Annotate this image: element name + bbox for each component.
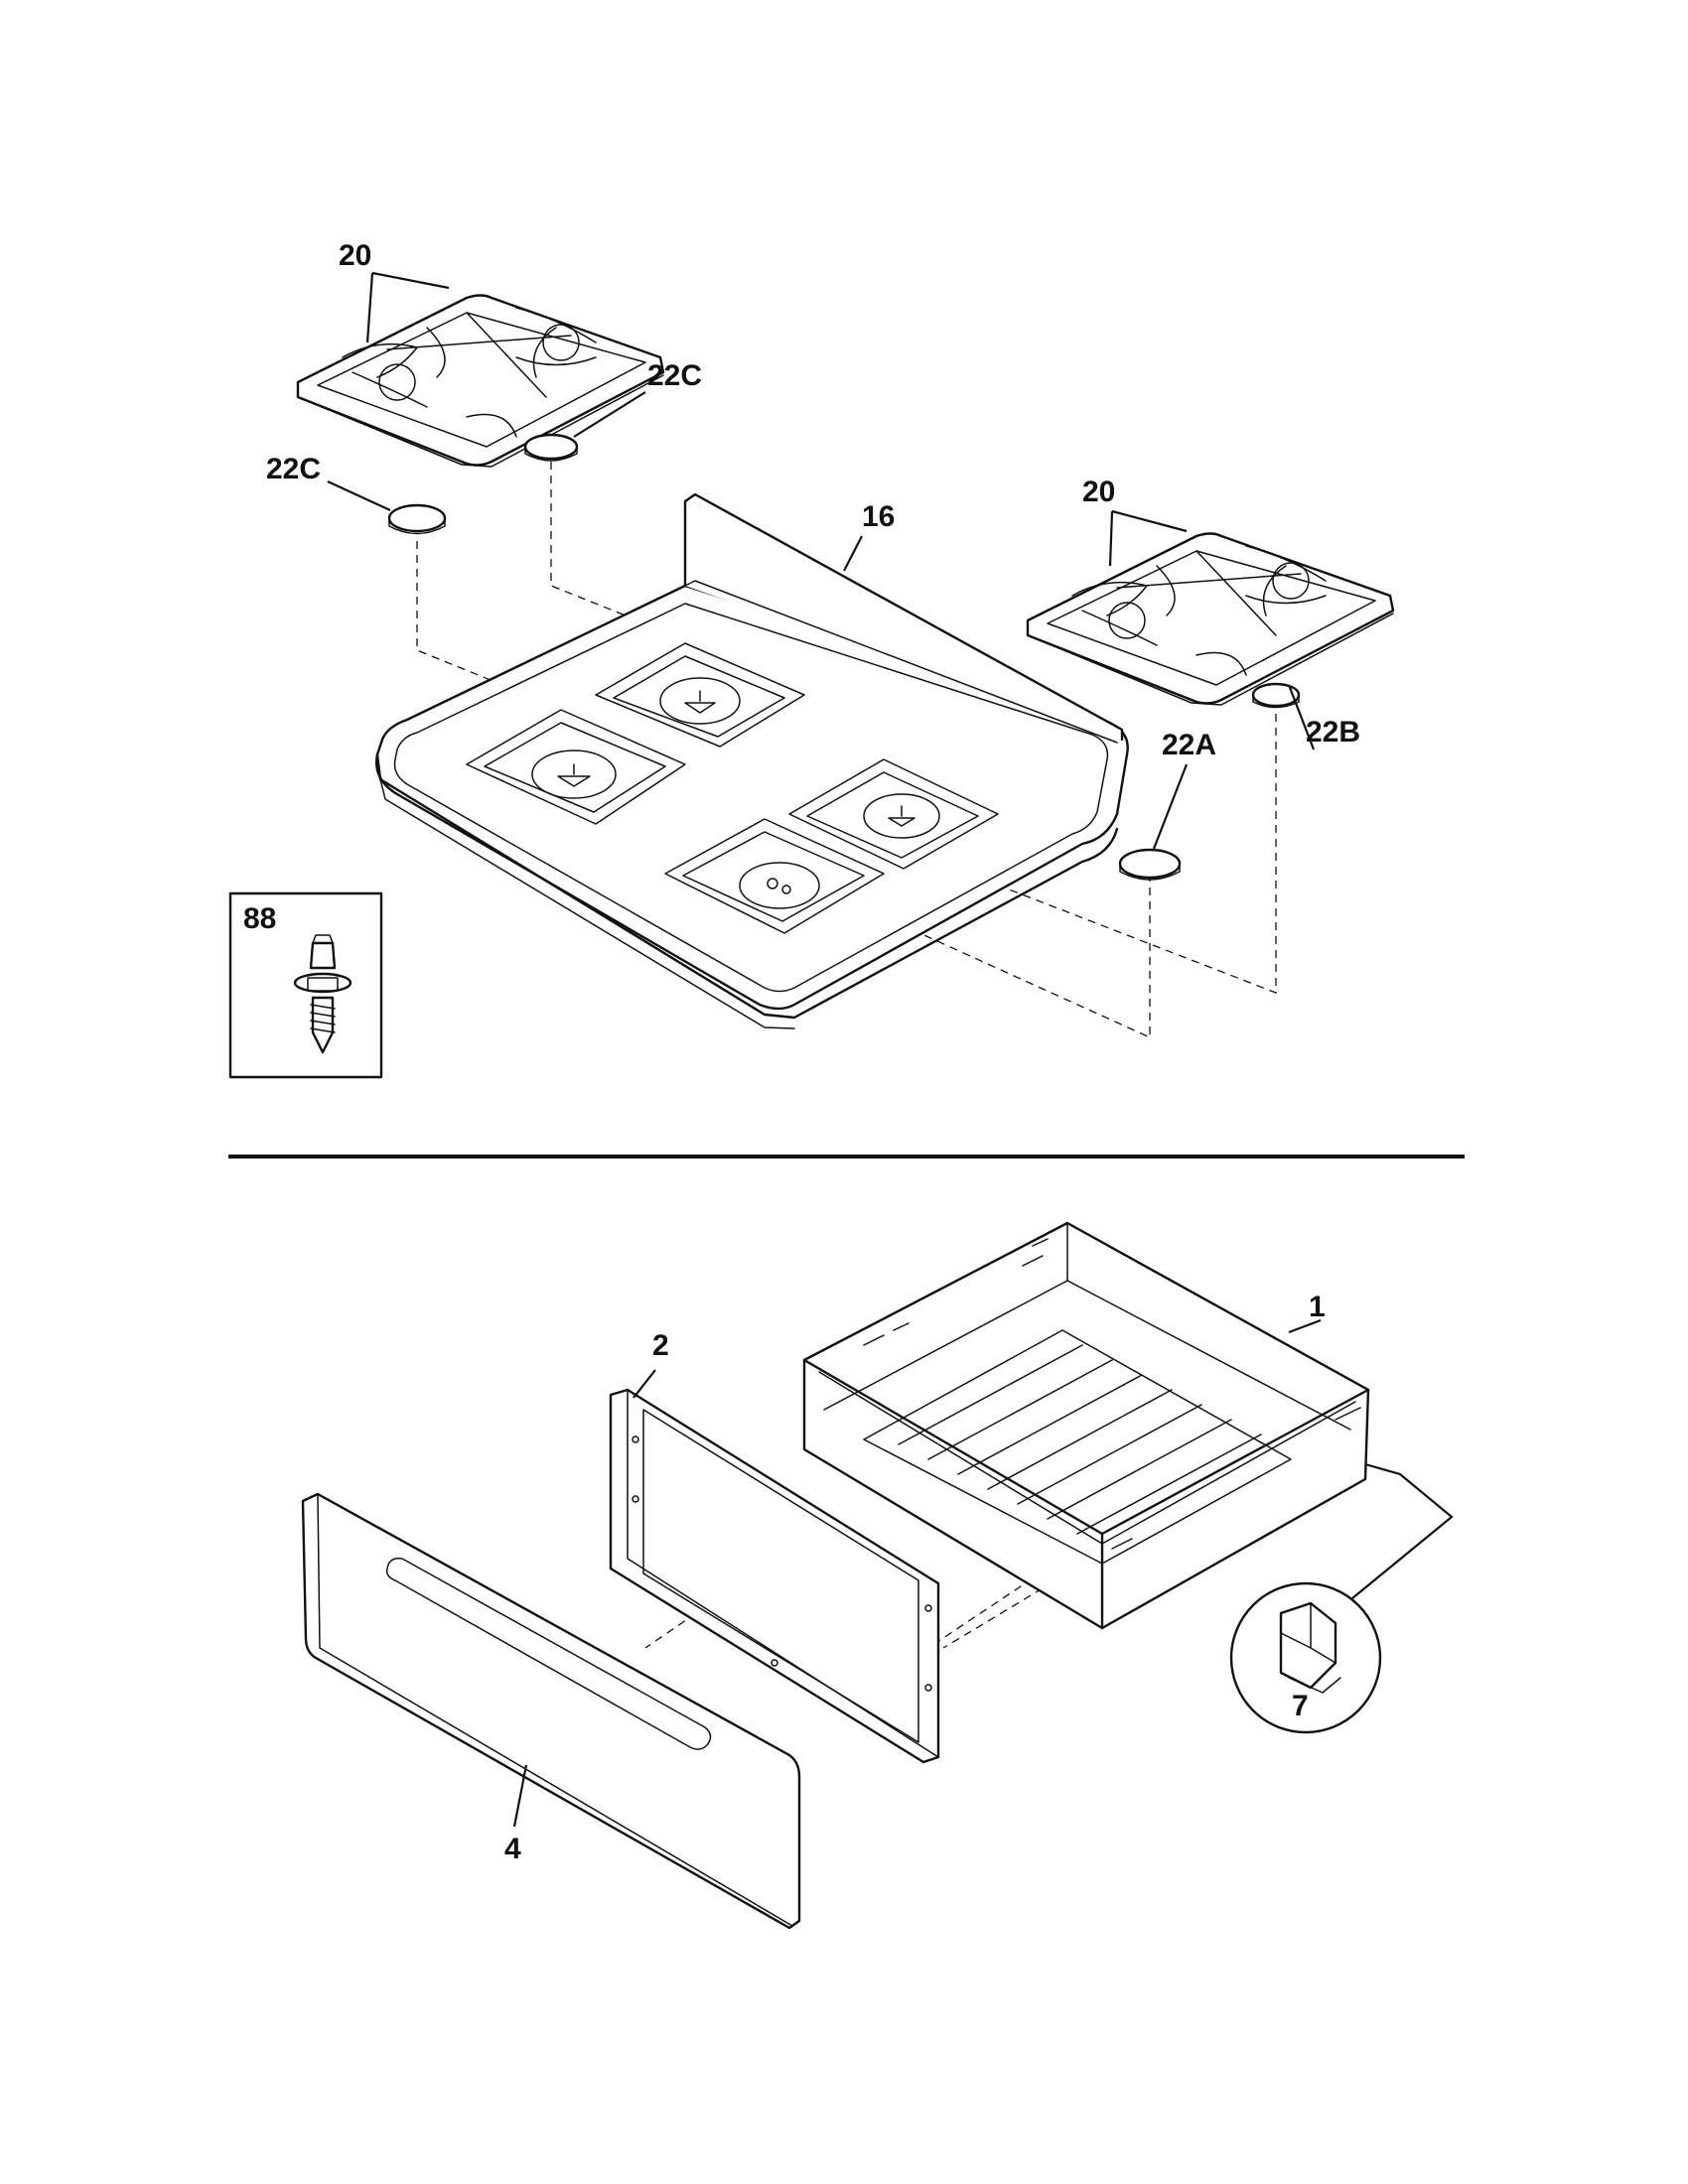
screw-inset-88	[228, 891, 383, 1079]
callout-drawer-front: 4	[504, 1833, 521, 1865]
callout-drawer-body: 1	[1309, 1291, 1326, 1323]
drawer-frame	[609, 1388, 940, 1764]
burner-cap-22a	[1118, 848, 1182, 881]
burner-cap-22b	[1251, 682, 1301, 709]
clip-inset-7	[1229, 1462, 1454, 1734]
burner-grate-left	[296, 294, 665, 468]
drawer-front	[301, 1492, 801, 1930]
leader-lines-top	[327, 271, 1316, 850]
burner-cap-22c-upper	[523, 433, 579, 462]
cooktop-panel	[375, 492, 1129, 1029]
callout-drawer-frame: 2	[652, 1329, 669, 1362]
burner-cap-22c-lower	[387, 503, 447, 535]
callout-cap-22c-upper: 22C	[647, 359, 702, 392]
callout-cap-22c-lower: 22C	[266, 453, 321, 485]
callout-cap-22b: 22B	[1306, 716, 1360, 749]
drawer-body	[802, 1221, 1370, 1630]
callout-screw-88: 88	[243, 902, 276, 935]
callout-grate-right: 20	[1082, 476, 1115, 508]
leader-lines-bottom	[512, 1318, 1322, 1828]
callout-grate-left: 20	[339, 239, 371, 272]
callout-cooktop: 16	[862, 500, 895, 533]
burner-grate-right	[1026, 532, 1395, 706]
callout-cap-22a: 22A	[1162, 729, 1216, 761]
callout-clip-7: 7	[1292, 1690, 1309, 1722]
